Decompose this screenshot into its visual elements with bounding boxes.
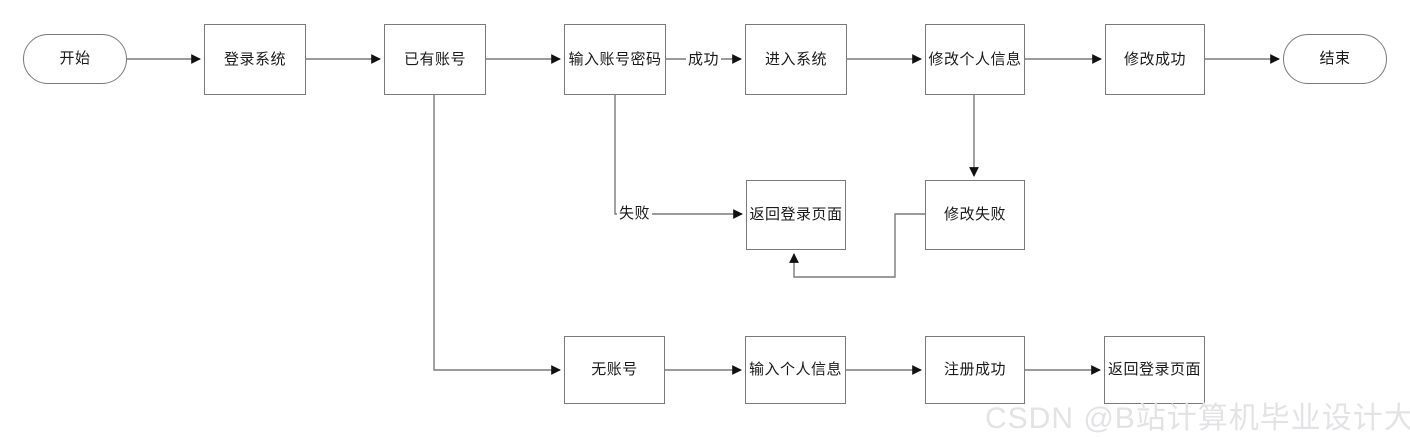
node-label: 返回登录页面 (749, 206, 843, 223)
node-label: 输入账号密码 (568, 50, 662, 68)
node-label: 输入个人信息 (748, 361, 842, 378)
node-no_account[interactable]: 无账号 (564, 336, 665, 404)
node-label: 注册成功 (943, 361, 1006, 378)
node-label: 结束 (1319, 50, 1351, 67)
node-edit_ok[interactable]: 修改成功 (1105, 24, 1205, 95)
node-has_account[interactable]: 已有账号 (384, 24, 486, 95)
edge-label-failure: 失败 (617, 202, 653, 223)
edge-label-success: 成功 (686, 48, 722, 69)
node-back_login_1[interactable]: 返回登录页面 (746, 180, 846, 250)
edge-editfail-to-backlogin (789, 213, 925, 278)
node-input_pwd[interactable]: 输入账号密码 (564, 24, 666, 95)
node-back_login_2[interactable]: 返回登录页面 (1104, 336, 1205, 404)
node-label: 登录系统 (223, 50, 286, 68)
node-reg_ok[interactable]: 注册成功 (925, 336, 1025, 404)
node-input_info[interactable]: 输入个人信息 (745, 336, 846, 404)
node-end[interactable]: 结束 (1283, 34, 1387, 84)
edge-inputpwd-to-backlogin (614, 95, 743, 219)
node-edit_info[interactable]: 修改个人信息 (925, 24, 1025, 95)
node-label: 已有账号 (403, 50, 466, 68)
node-label: 进入系统 (764, 50, 827, 68)
node-login_sys[interactable]: 登录系统 (204, 24, 306, 95)
node-label: 修改个人信息 (928, 50, 1022, 68)
node-edit_fail[interactable]: 修改失败 (925, 180, 1025, 250)
node-label: 修改失败 (943, 206, 1006, 223)
node-label: 无账号 (591, 361, 638, 378)
node-label: 开始 (59, 50, 91, 67)
edge-hasaccount-to-noaccount (433, 95, 561, 375)
node-label: 修改成功 (1123, 50, 1186, 68)
node-enter_sys[interactable]: 进入系统 (745, 24, 847, 95)
node-start[interactable]: 开始 (23, 34, 127, 84)
node-label: 返回登录页面 (1107, 361, 1201, 378)
